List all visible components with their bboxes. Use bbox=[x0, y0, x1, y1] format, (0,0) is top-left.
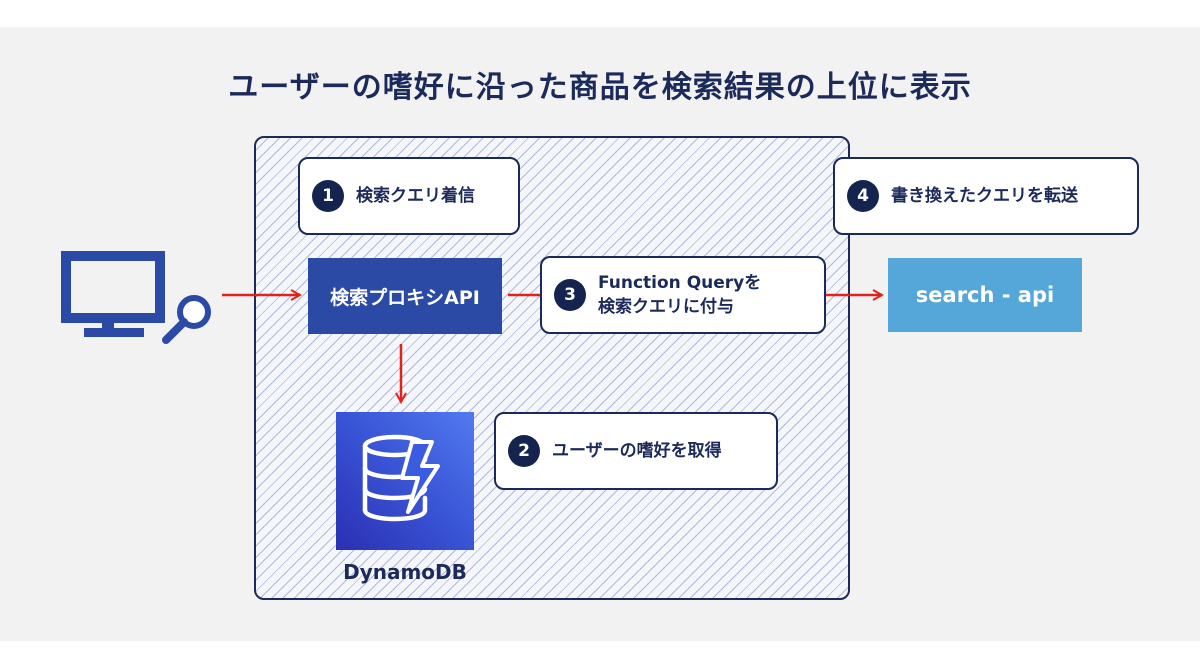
computer-monitor-icon bbox=[61, 251, 165, 337]
step-4-box: 4 書き換えたクエリを転送 bbox=[833, 157, 1139, 235]
step-2-number: 2 bbox=[508, 435, 540, 467]
step-1-number: 1 bbox=[312, 180, 344, 212]
step-3-label: Function Queryを 検索クエリに付与 bbox=[598, 271, 761, 319]
step-3-number: 3 bbox=[554, 279, 586, 311]
search-proxy-api-node: 検索プロキシAPI bbox=[308, 258, 502, 334]
step-3-label-line2: 検索クエリに付与 bbox=[598, 297, 734, 317]
dynamodb-node bbox=[336, 412, 474, 550]
dynamodb-icon bbox=[362, 434, 440, 522]
step-4-number: 4 bbox=[847, 180, 879, 212]
step-2-box: 2 ユーザーの嗜好を取得 bbox=[494, 412, 778, 490]
step-1-label: 検索クエリ着信 bbox=[356, 186, 475, 206]
step-3-box: 3 Function Queryを 検索クエリに付与 bbox=[540, 256, 826, 334]
magnifier-icon bbox=[162, 295, 211, 344]
step-4-label: 書き換えたクエリを転送 bbox=[891, 186, 1078, 206]
step-3-label-line1: Function Queryを bbox=[598, 273, 762, 293]
search-api-node: search - api bbox=[888, 258, 1082, 332]
diagram-title: ユーザーの嗜好に沿った商品を検索結果の上位に表示 bbox=[228, 70, 972, 105]
step-1-box: 1 検索クエリ着信 bbox=[298, 157, 520, 235]
step-2-label: ユーザーの嗜好を取得 bbox=[552, 441, 722, 461]
dynamodb-label: DynamoDB bbox=[343, 560, 467, 584]
